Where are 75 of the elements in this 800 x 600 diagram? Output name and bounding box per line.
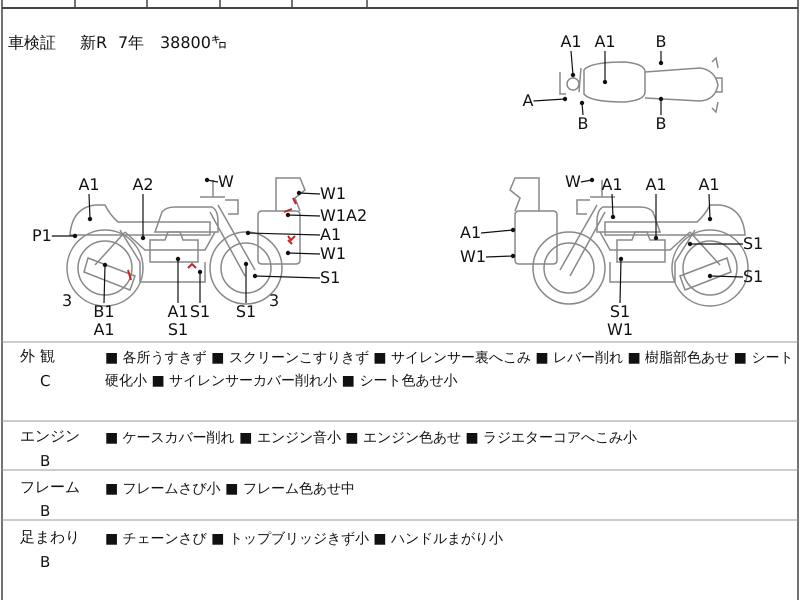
leader-line: [204, 178, 218, 183]
leader-line: [654, 194, 658, 240]
leader-line: [618, 256, 624, 304]
inspection-info-text: 新R: [80, 34, 108, 52]
finding-list: ■ フレームさび小 ■ フレーム色あせ中: [105, 478, 795, 501]
motorcycle-top-drawing: [559, 56, 723, 114]
callout-label: S1: [743, 235, 764, 253]
callout-label: S1: [320, 269, 340, 287]
callout-label: A1: [78, 176, 100, 194]
leader-line: [580, 100, 584, 116]
grade-letter: B: [40, 452, 50, 470]
leader-line: [602, 51, 608, 84]
callout-label: B: [656, 115, 666, 133]
leader-line: [481, 228, 516, 234]
callout-label: A1: [698, 176, 720, 194]
category-name: フレーム: [20, 478, 80, 496]
callout-label: B: [656, 33, 666, 51]
leader-line: [533, 96, 568, 102]
inspection-info-text: 車検証: [8, 34, 56, 52]
callout-label: B: [578, 115, 588, 133]
leader-line: [658, 96, 664, 115]
grade-letter: C: [40, 372, 50, 390]
leader-line: [252, 274, 320, 279]
leader-line: [140, 194, 146, 240]
leader-line: [708, 274, 744, 278]
callout-label: A2: [132, 176, 154, 194]
inspection-info-text: 7年: [118, 34, 144, 52]
leader-line: [52, 234, 78, 238]
callout-label: A1: [320, 226, 342, 244]
finding-list: ■ チェーンさび ■ トップブリッジきず小 ■ ハンドルまがり小: [105, 528, 795, 551]
callout-label: A1: [167, 303, 189, 321]
leader-line: [708, 194, 712, 222]
callout-label: W: [565, 173, 581, 191]
leader-line: [296, 190, 320, 196]
leader-line: [88, 194, 92, 222]
callout-label: A1: [594, 33, 616, 51]
callout-label: A1: [560, 33, 582, 51]
leader-line: [610, 194, 616, 220]
callout-label: W1: [320, 185, 346, 203]
callout-label: W1: [607, 321, 633, 339]
callout-label: A1: [93, 321, 115, 339]
finding-list: ■ 各所うすきず ■ スクリーンこすりきず ■ サイレンサー裏へこみ ■ レバー削れ ■ 樹脂部色あせ ■ シート硬化小 ■ サイレンサーカバー削れ小 ■ シート色あせ小: [105, 347, 795, 393]
category-name: エンジン: [20, 427, 80, 445]
category-name: 足まわり: [20, 528, 80, 546]
finding-list: ■ ケースカバー削れ ■ エンジン音小 ■ エンジン色あせ ■ ラジエターコアへこみ小: [105, 427, 795, 450]
leader-line: [286, 212, 320, 218]
inspection-info-text: 38800㌔: [160, 34, 227, 52]
category-name: 外 観: [20, 347, 55, 365]
callout-label: A1: [601, 176, 623, 194]
callout-label: S1: [236, 303, 256, 321]
callout-label: W1A2: [320, 207, 368, 225]
callout-label: W1: [460, 248, 486, 266]
grade-letter: B: [40, 553, 50, 571]
callout-label: S1: [167, 321, 189, 339]
leader-line: [570, 50, 576, 78]
leader-line: [246, 230, 320, 236]
callout-label: B1: [93, 303, 115, 321]
grade-letter: B: [40, 502, 50, 520]
leader-line: [286, 250, 320, 256]
leader-line: [658, 51, 664, 66]
callout-label: A1: [645, 176, 667, 194]
callout-label: S1: [608, 303, 632, 321]
callout-label: S1: [190, 303, 210, 321]
leader-line: [486, 254, 516, 258]
callout-label: P1: [32, 227, 52, 245]
leader-line: [580, 178, 594, 183]
callout-label: W1: [320, 245, 346, 263]
callout-number: 3: [62, 292, 72, 310]
callout-number: 3: [269, 292, 280, 310]
callout-label: S1: [743, 268, 764, 286]
callout-label: W: [218, 173, 234, 191]
callout-label: A: [522, 92, 534, 110]
leader-line: [198, 270, 202, 303]
callout-label: A1: [460, 224, 482, 242]
leader-line: [176, 256, 180, 303]
